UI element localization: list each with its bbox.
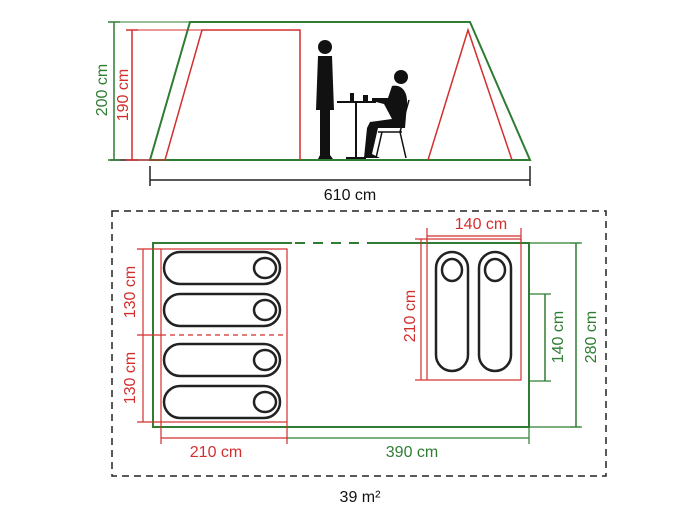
door-width-label: 140 cm [550,311,567,363]
sleeping-bag-icon [162,342,282,378]
tent-length-label: 610 cm [324,187,376,204]
table-icon [337,93,376,159]
left-upper-depth-label: 130 cm [122,266,139,318]
left-bedroom-width-label: 210 cm [190,444,242,461]
side-view: 200 cm 190 cm [94,21,532,204]
total-width-label: 280 cm [583,311,600,363]
chair-icon [375,99,410,159]
seated-person-icon [364,70,408,158]
standing-person-icon [316,40,334,159]
sleeping-bag-icon [162,292,282,328]
footprint-outline [111,210,607,477]
right-bedroom-width-label: 140 cm [455,216,507,233]
bedroom-outline-right [427,27,513,161]
tent-floor-outline [152,242,530,428]
sleeping-bag-icon [162,384,282,420]
sleeping-bag-icon [434,250,470,373]
area-label: 39 m² [340,489,382,506]
living-length-label: 390 cm [386,444,438,461]
bedroom-right [426,238,522,381]
inner-height-label: 190 cm [115,69,132,121]
right-bedroom-depth-label: 210 cm [402,290,419,342]
left-lower-depth-label: 130 cm [122,352,139,404]
bedroom-outline-left [164,29,301,161]
floor-plan: 140 cm 210 cm 140 cm 280 cm 130 cm 130 c… [111,210,607,506]
sleeping-bag-icon [162,250,282,286]
sleeping-bag-icon [477,250,513,373]
outer-height-label: 200 cm [94,64,111,116]
